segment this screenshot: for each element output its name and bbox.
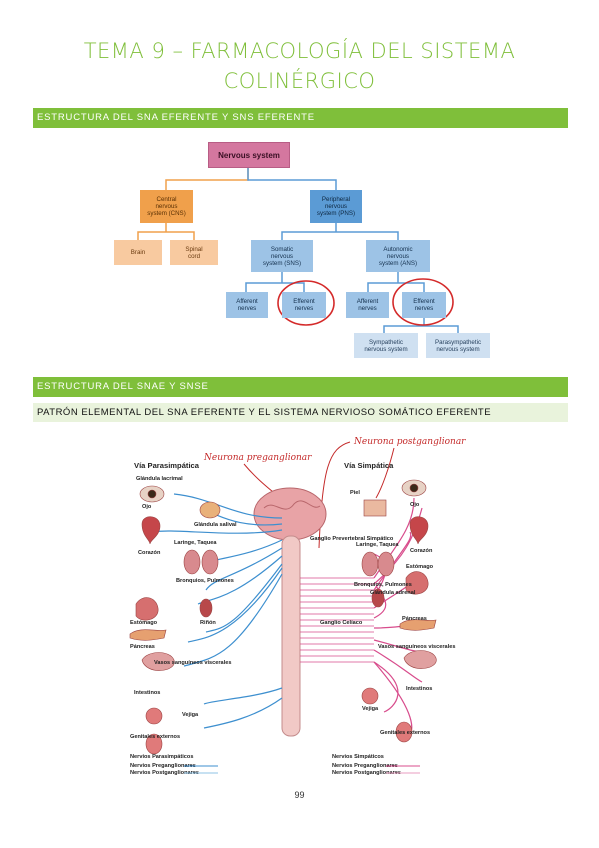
node-parasympathetic: Parasympathetic nervous system [426, 333, 490, 358]
pancreas-left-icon [129, 629, 167, 641]
intestines-left-icon [141, 652, 175, 671]
stomach-right-icon [405, 571, 429, 595]
node-sns: Somatic nervous system (SNS) [251, 240, 313, 272]
node-brain: Brain [114, 240, 162, 265]
right-label-12: Genitales externos [380, 730, 430, 736]
right-legend-title: Nervios Simpáticos [332, 754, 384, 760]
right-label-4: Estómago [406, 564, 434, 570]
diagram-connectors [137, 168, 459, 333]
right-label-1: Ojo [410, 502, 420, 508]
right-label-7: Ganglio Celíaco [320, 620, 363, 626]
lungs-right-icon [361, 551, 379, 577]
bladder-right-icon [361, 687, 379, 705]
left-label-11: Vejiga [182, 712, 199, 718]
left-legend-title: Nervios Parasimpáticos [130, 754, 193, 760]
right-title: Vía Simpática [344, 461, 394, 470]
right-legend-pre: Nervios Preganglionares [332, 763, 398, 769]
left-label-7: Riñón [200, 620, 216, 626]
page-number: 99 [294, 790, 305, 800]
left-legend-post: Nervios Postganglionares [130, 770, 199, 776]
left-title: Vía Parasimpática [134, 461, 200, 470]
right-legend-post: Nervios Postganglionares [332, 770, 401, 776]
heart-right-icon [409, 516, 429, 545]
node-efferent-2: Efferent nerves [402, 292, 446, 318]
stomach-left-icon [135, 597, 159, 621]
pancreas-right-icon [399, 619, 437, 631]
node-afferent-2: Afferent nerves [346, 292, 389, 318]
left-label-6: Estómago [130, 620, 158, 626]
salivary-gland-icon [199, 501, 221, 519]
center-label: Ganglio Prevertebral Simpático [310, 536, 394, 542]
left-label-5: Bronquios, Pulmones [176, 578, 234, 584]
node-efferent-1: Efferent nerves [282, 292, 326, 318]
handwritten-postganglionar: Neurona postganglionar [353, 437, 466, 447]
lungs-left-icon [183, 549, 201, 575]
left-label-8: Páncreas [130, 644, 155, 650]
handwritten-preganglionar: Neurona preganglionar [203, 453, 312, 463]
right-label-3: Laringe, Taquea [356, 542, 399, 548]
right-label-0: Piel [350, 490, 360, 496]
left-label-0: Glándula lacrimal [136, 476, 183, 482]
section-heading-1: ESTRUCTURA DEL SNA EFERENTE Y SNS EFEREN… [33, 108, 568, 128]
section-heading-2: ESTRUCTURA DEL SNAE Y SNSE [33, 377, 568, 397]
node-afferent-1: Afferent nerves [226, 292, 268, 318]
right-label-9: Vasos sanguíneos viscerales [378, 644, 455, 650]
node-nervous-system: Nervous system [208, 142, 290, 168]
highlight-circle-ans [392, 278, 454, 326]
left-label-12: Genitales externos [130, 734, 180, 740]
left-label-3: Corazón [138, 550, 161, 556]
node-spinal-cord: Spinal cord [170, 240, 218, 265]
skin-icon [363, 499, 387, 517]
page-title: TEMA 9 – FARMACOLOGÍA DEL SISTEMA COLINÉ… [83, 39, 516, 93]
right-label-5: Bronquios, Pulmones [354, 582, 412, 588]
spinal-cord-illustration [281, 535, 301, 737]
node-pns: Peripheral nervous system (PNS) [310, 190, 362, 223]
autonomic-pathways-figure: Neurona preganglionar Neurona postgangli… [129, 437, 466, 776]
highlight-circle-sns [277, 280, 335, 326]
intestines-right-icon [403, 650, 437, 669]
right-label-6: Glándula adrenal [370, 590, 416, 596]
right-label-8: Páncreas [402, 616, 427, 622]
left-label-9: Vasos sanguíneos viscerales [154, 660, 231, 666]
kidney-left-icon [199, 598, 213, 618]
bladder-left-icon [145, 707, 163, 725]
left-legend-pre: Nervios Preganglionares [130, 763, 196, 769]
adrenal-icon [371, 588, 385, 608]
left-label-2: Glándula salival [194, 522, 237, 528]
heart-left-icon [141, 516, 161, 545]
genitals-left-icon [145, 733, 163, 755]
left-label-1: Ojo [142, 504, 152, 510]
right-label-10: Intestinos [406, 686, 432, 692]
genitals-right-icon [395, 721, 413, 743]
left-label-4: Laringe, Taquea [174, 540, 217, 546]
node-sympathetic: Sympathetic nervous system [354, 333, 418, 358]
right-label-11: Vejiga [362, 706, 379, 712]
node-cns: Central nervous system (CNS) [140, 190, 193, 223]
right-label-2: Corazón [410, 548, 433, 554]
node-ans: Autonomic nervous system (ANS) [366, 240, 430, 272]
subsection-heading: PATRÓN ELEMENTAL DEL SNA EFERENTE Y EL S… [33, 403, 568, 422]
left-label-10: Intestinos [134, 690, 160, 696]
